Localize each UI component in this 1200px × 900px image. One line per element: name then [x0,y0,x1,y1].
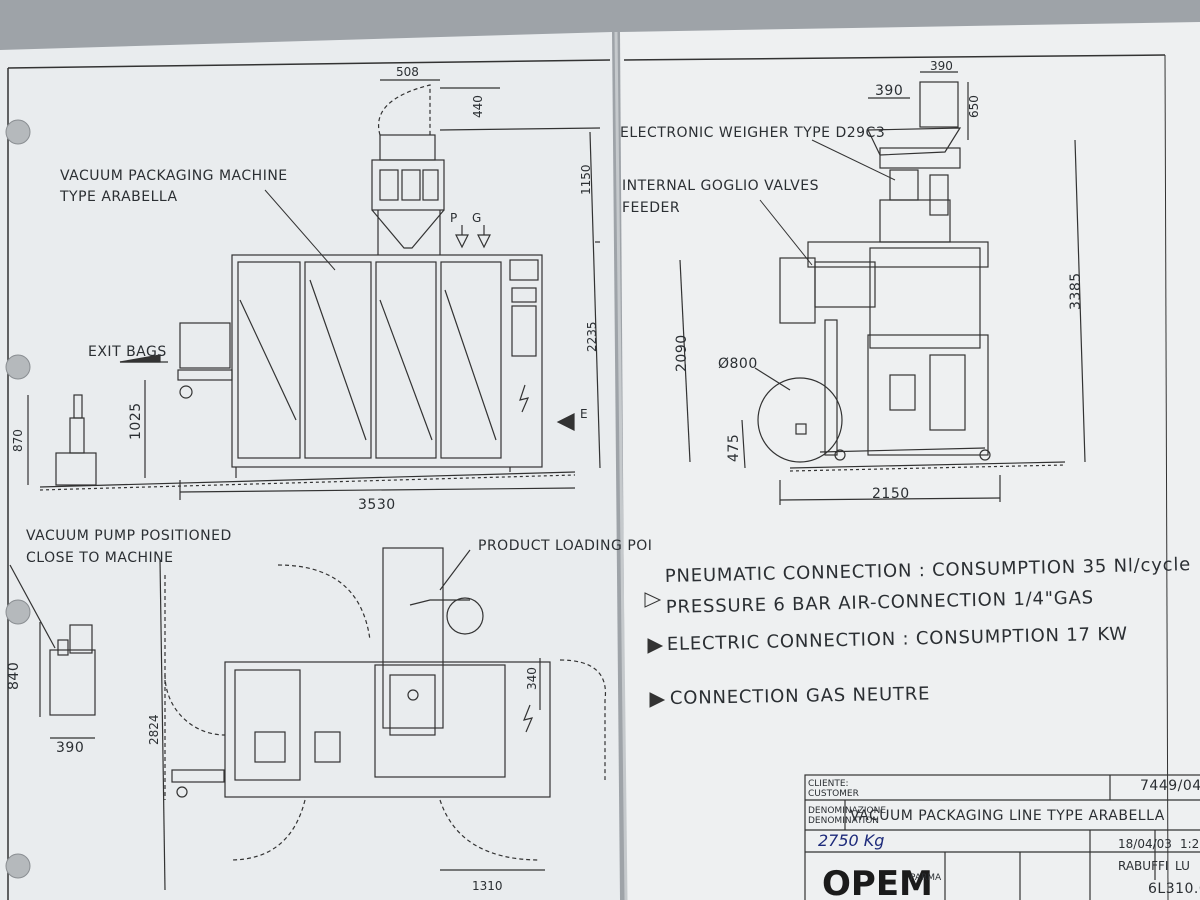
pneumatic-connection-text: PNEUMATIC CONNECTION : CONSUMPTION 35 Nl… [665,554,1192,587]
customer-label: CUSTOMER [808,789,859,799]
dimension-1025: 1025 [128,402,144,440]
electronic-weigher-label: ELECTRONIC WEIGHER TYPE D29C3 [620,125,885,141]
denominazione-label: DENOMINAZIONE [808,806,886,816]
gas-connection-text: CONNECTION GAS NEUTRE [670,683,931,709]
dimension-340: 340 [525,667,539,690]
product-loading-label: PRODUCT LOADING POI [478,538,652,554]
dimension-475: 475 [726,434,742,462]
drawing-number: 6L310.0 [1148,881,1200,897]
dimension-1310: 1310 [472,879,503,893]
drawing-date: 18/04/03 [1118,837,1172,851]
pressure-text: PRESSURE 6 BAR AIR-CONNECTION 1/4"GAS [666,587,1094,618]
dimension-1150: 1150 [579,164,593,195]
dimension-2150: 2150 [872,486,910,502]
opem-logo: OPEM [822,864,933,900]
vacuum-pump-label: VACUUM PUMP POSITIONED [26,528,232,544]
dimension-390-side: 390 [875,83,903,99]
diameter-label: Ø800 [718,356,758,372]
dimension-2824: 2824 [147,714,161,745]
vacuum-machine-label: VACUUM PACKAGING MACHINE [60,168,288,184]
g-label: G [472,211,481,225]
drawing-title: VACUUM PACKAGING LINE TYPE ARABELLA [850,808,1165,824]
dimension-840: 840 [6,662,22,690]
dimension-3530: 3530 [358,497,396,513]
machine-weight: 2750 Kg [818,831,884,850]
dimension-508: 508 [396,65,419,79]
exit-bags-label: EXIT BAGS [88,344,167,360]
dimension-2090: 2090 [674,334,690,372]
dimension-3385: 3385 [1068,272,1084,310]
dimension-440: 440 [471,95,485,118]
dimension-390-hopper: 390 [930,59,953,73]
drawing-scale: 1:20 [1180,837,1200,851]
order-number: 7449/04 [1140,778,1200,794]
internal-goglio-label: INTERNAL GOGLIO VALVES [622,178,819,194]
dimension-650: 650 [967,95,981,118]
vacuum-machine-type-label: TYPE ARABELLA [59,189,178,205]
dimension-390-pump: 390 [56,740,84,756]
e-label: E [580,407,588,421]
approval: LU [1175,859,1190,873]
electric-connection-text: ELECTRIC CONNECTION : CONSUMPTION 17 KW [667,624,1128,655]
cliente-label: CLIENTE: [808,779,849,789]
feeder-label: FEEDER [622,200,680,216]
dimension-870: 870 [11,429,25,452]
p-label: P [450,211,457,225]
dimension-2235: 2235 [585,321,599,352]
city-label: PARMA [910,873,942,883]
close-to-machine-label: CLOSE TO MACHINE [26,550,173,566]
denomination-label: DENOMINATION [808,816,879,826]
drawn-by: RABUFFI [1118,859,1168,873]
